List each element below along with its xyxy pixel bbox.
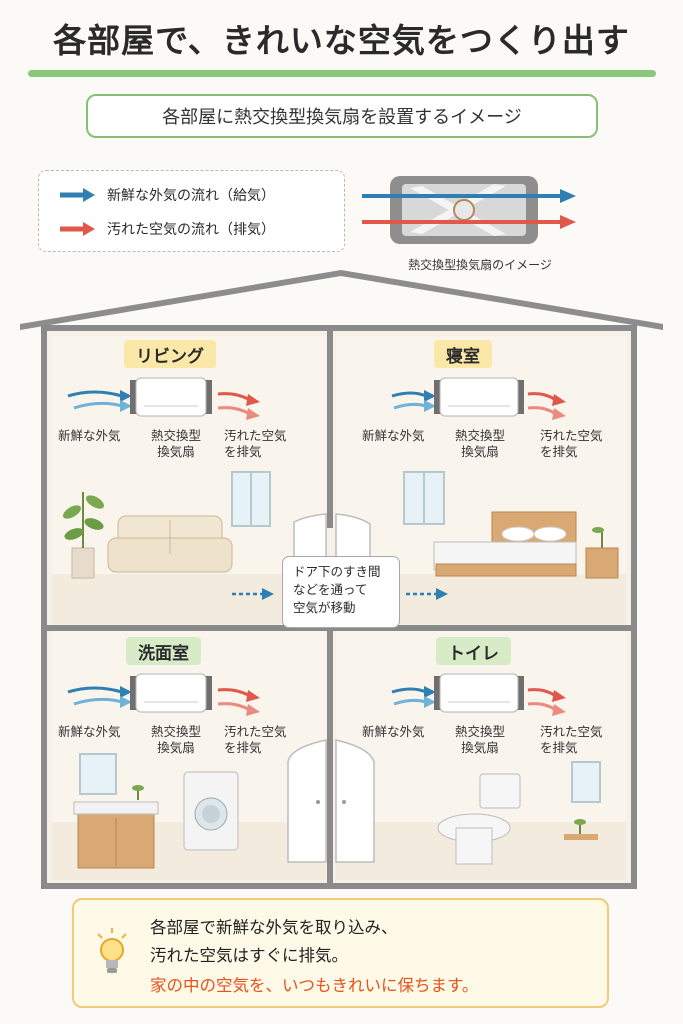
door-gap-arrow-left bbox=[232, 588, 274, 600]
washroom-fan-caption-1: 熱交換型 bbox=[150, 724, 201, 739]
toilet-fan-caption: 熱交換型換気扇 bbox=[440, 724, 520, 756]
washroom-exhaust-caption-1: 汚れた空気 bbox=[224, 724, 287, 739]
washroom-exhaust-caption-2: を排気 bbox=[224, 740, 262, 755]
message-line-2: 汚れた空気はすぐに排気。 bbox=[150, 946, 348, 965]
legend-stale-label: 汚れた空気の流れ（排気） bbox=[107, 222, 275, 238]
toilet-window-icon bbox=[571, 761, 601, 803]
legend-stale: 汚れた空気の流れ（排気） bbox=[59, 219, 275, 239]
unit-caption: 熱交換型換気扇のイメージ bbox=[408, 258, 552, 272]
fresh-arrow-icon bbox=[60, 188, 95, 202]
title-underline bbox=[28, 70, 656, 77]
living-fan-caption-1: 熱交換型 bbox=[150, 428, 201, 443]
toilet-icon bbox=[437, 773, 521, 865]
summary-message-box: 各部屋で新鮮な外気を取り込み、 汚れた空気はすぐに排気。 家の中の空気を、いつも… bbox=[72, 898, 609, 1008]
bedroom-fan-caption: 熱交換型換気扇 bbox=[440, 428, 520, 460]
room-label-toilet: トイレ bbox=[436, 637, 511, 665]
toilet-fan-caption-2: 換気扇 bbox=[461, 740, 499, 755]
subtitle-box: 各部屋に熱交換型換気扇を設置するイメージ bbox=[86, 94, 598, 138]
bedroom-window-icon bbox=[403, 471, 445, 525]
living-fan-caption-2: 換気扇 bbox=[157, 444, 195, 459]
bedroom-exhaust-caption: 汚れた空気を排気 bbox=[540, 428, 603, 460]
roof bbox=[20, 270, 663, 330]
living-fan-illustration bbox=[67, 377, 260, 420]
fan-unit bbox=[135, 377, 207, 417]
nightstand-icon bbox=[585, 527, 619, 579]
living-window-icon bbox=[231, 471, 271, 527]
living-intake-caption: 新鮮な外気 bbox=[58, 428, 121, 443]
lightbulb-icon bbox=[97, 928, 127, 973]
living-fan-caption: 熱交換型換気扇 bbox=[136, 428, 216, 460]
living-exhaust-caption-1: 汚れた空気 bbox=[224, 428, 287, 443]
stale-arrow-icon bbox=[60, 222, 95, 236]
legend: 新鮮な外気の流れ（給気） 汚れた空気の流れ（排気） bbox=[38, 170, 345, 252]
bed-icon bbox=[433, 511, 577, 577]
shelf-plant-icon bbox=[564, 819, 598, 840]
toilet-intake-caption: 新鮮な外気 bbox=[362, 724, 425, 739]
heat-exchanger-unit-illustration bbox=[362, 176, 576, 244]
washroom-door bbox=[287, 739, 327, 863]
washroom-fan-caption: 熱交換型換気扇 bbox=[136, 724, 216, 756]
bedroom-intake-caption: 新鮮な外気 bbox=[362, 428, 425, 443]
washing-machine-icon bbox=[183, 771, 239, 851]
fan-unit bbox=[135, 673, 207, 713]
legend-fresh-label: 新鮮な外気の流れ（給気） bbox=[107, 188, 275, 204]
sofa-icon bbox=[107, 515, 233, 573]
door-gap-arrow-right bbox=[406, 588, 448, 600]
message-line-3: 家の中の空気を、いつもきれいに保ちます。 bbox=[150, 976, 479, 995]
washroom-intake-caption: 新鮮な外気 bbox=[58, 724, 121, 739]
washroom-fan-illustration bbox=[67, 673, 260, 716]
bedroom-exhaust-caption-2: を排気 bbox=[540, 444, 578, 459]
toilet-exhaust-caption: 汚れた空気を排気 bbox=[540, 724, 603, 756]
vanity-icon bbox=[73, 785, 159, 869]
washroom-exhaust-caption: 汚れた空気を排気 bbox=[224, 724, 287, 756]
toilet-exhaust-caption-2: を排気 bbox=[540, 740, 578, 755]
washroom-fan-caption-2: 換気扇 bbox=[157, 740, 195, 755]
living-exhaust-caption-2: を排気 bbox=[224, 444, 262, 459]
bedroom-fan-caption-1: 熱交換型 bbox=[454, 428, 505, 443]
bedroom-fan-illustration bbox=[391, 377, 566, 420]
room-label-living: リビング bbox=[124, 340, 216, 368]
room-label-washroom: 洗面室 bbox=[126, 637, 201, 665]
mirror-icon bbox=[79, 753, 117, 795]
toilet-door bbox=[335, 739, 375, 863]
living-exhaust-caption: 汚れた空気を排気 bbox=[224, 428, 287, 460]
legend-fresh: 新鮮な外気の流れ（給気） bbox=[59, 185, 275, 205]
door-gap-note: ドア下のすき間 などを通って 空気が移動 bbox=[282, 556, 400, 628]
door-note-line-1: ドア下のすき間 bbox=[293, 564, 381, 579]
door-note-line-2: などを通って bbox=[293, 582, 368, 597]
toilet-fan-illustration bbox=[391, 673, 566, 716]
bedroom-exhaust-caption-1: 汚れた空気 bbox=[540, 428, 603, 443]
fan-unit bbox=[439, 673, 519, 713]
toilet-fan-caption-1: 熱交換型 bbox=[454, 724, 505, 739]
plant-icon bbox=[62, 492, 105, 579]
door-note-line-3: 空気が移動 bbox=[293, 600, 356, 615]
toilet-exhaust-caption-1: 汚れた空気 bbox=[540, 724, 603, 739]
subtitle-text: 各部屋に熱交換型換気扇を設置するイメージ bbox=[162, 107, 522, 128]
bedroom-fan-caption-2: 換気扇 bbox=[461, 444, 499, 459]
room-label-bedroom: 寝室 bbox=[434, 340, 492, 368]
page-title: 各部屋で、きれいな空気をつくり出す bbox=[53, 21, 630, 60]
message-line-1: 各部屋で新鮮な外気を取り込み、 bbox=[150, 918, 398, 937]
fan-unit bbox=[439, 377, 519, 417]
